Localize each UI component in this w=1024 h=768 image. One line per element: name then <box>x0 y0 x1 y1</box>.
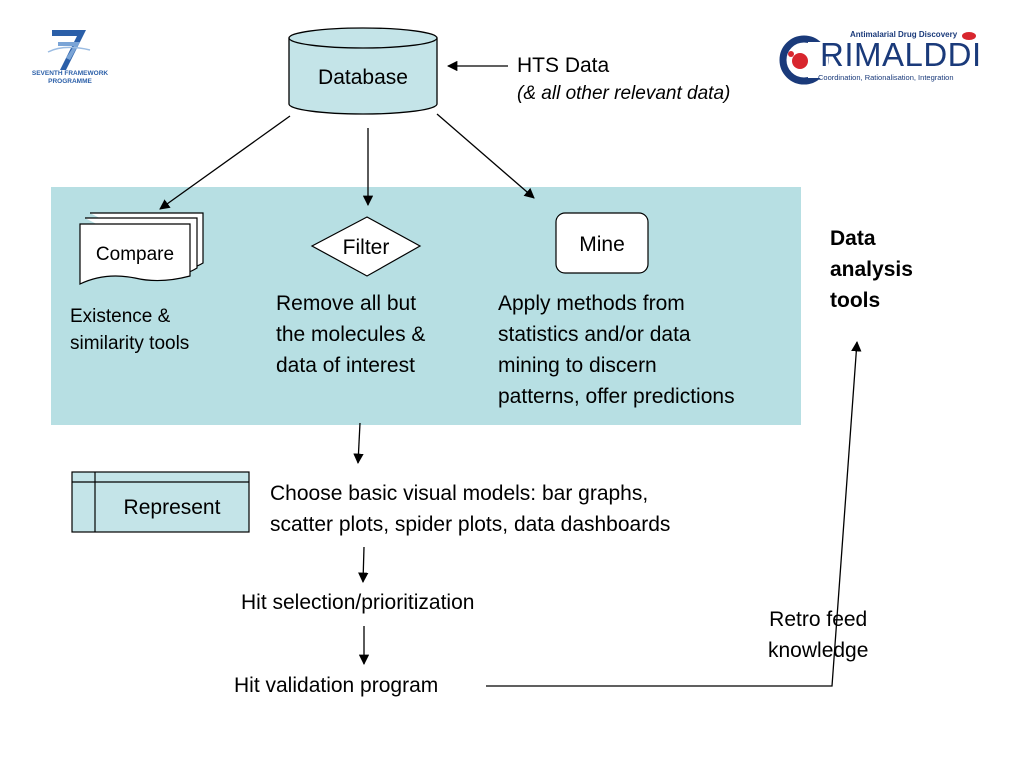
compare-desc-line-2: similarity tools <box>70 333 190 354</box>
arrow-to-represent <box>353 422 364 465</box>
filter-desc-line-1: Remove all but <box>276 292 417 315</box>
mine-label: Mine <box>579 233 625 256</box>
hts-data-title: HTS Data <box>517 54 610 77</box>
compare-desc-line-1: Existence & <box>70 306 171 327</box>
mine-box <box>555 212 649 274</box>
represent-desc-line-1: Choose basic visual models: bar graphs, <box>270 482 649 505</box>
filter-desc-line-3: data of interest <box>276 354 415 377</box>
crimalddi-name: RIMALDDI <box>820 36 982 73</box>
filter-label: Filter <box>342 236 390 259</box>
arrow-to-compare <box>159 115 291 210</box>
represent-box <box>71 471 250 533</box>
panel-label-line-3: tools <box>830 289 881 312</box>
represent-description: Choose basic visual models: bar graphs, … <box>270 478 670 540</box>
mine-desc-line-1: Apply methods from <box>498 292 685 315</box>
database-cylinder <box>288 27 438 115</box>
hit-selection-label: Hit selection/prioritization <box>241 591 475 614</box>
mine-description: Apply methods from statistics and/or dat… <box>498 288 735 412</box>
retro-line-1: Retro feed <box>769 608 868 631</box>
mine-desc-line-3: mining to discern <box>498 354 657 377</box>
represent-desc-line-2: scatter plots, spider plots, data dashbo… <box>270 513 671 536</box>
filter-description: Remove all but the molecules & data of i… <box>276 288 425 381</box>
compare-multidocument <box>79 212 204 285</box>
panel-label-line-2: analysis <box>830 258 913 281</box>
filter-desc-line-2: the molecules & <box>276 323 426 346</box>
compare-description: Existence & similarity tools <box>70 303 189 357</box>
hit-validation-label: Hit validation program <box>234 674 439 697</box>
filter-diamond <box>310 216 422 277</box>
panel-label-line-1: Data <box>830 227 876 250</box>
crimalddi-tagline: Antimalarial Drug Discovery <box>850 30 958 39</box>
fp7-logo <box>47 30 91 70</box>
retro-feed-arrow <box>486 340 862 687</box>
crimalddi-subtitle: Coordination, Rationalisation, Integrati… <box>818 73 954 82</box>
fp7-line1: SEVENTH FRAMEWORK <box>31 70 109 77</box>
crimalddi-logo-mark <box>779 32 976 85</box>
hts-data-subtitle: (& all other relevant data) <box>517 83 731 104</box>
retro-feed-label: Retro feed knowledge <box>768 604 868 666</box>
arrow-to-mine <box>436 113 535 199</box>
fp7-line2: PROGRAMME <box>48 78 92 85</box>
represent-label: Represent <box>123 496 221 519</box>
arrow-to-hit-selection <box>358 546 369 584</box>
compare-label: Compare <box>95 244 175 265</box>
mine-desc-line-2: statistics and/or data <box>498 323 691 346</box>
retro-line-2: knowledge <box>768 639 869 662</box>
database-label: Database <box>318 66 408 89</box>
mine-desc-line-4: patterns, offer predictions <box>498 385 735 408</box>
fp7-logo-text: SEVENTH FRAMEWORK PROGRAMME <box>20 70 120 86</box>
data-analysis-tools-label: Data analysis tools <box>830 223 913 316</box>
